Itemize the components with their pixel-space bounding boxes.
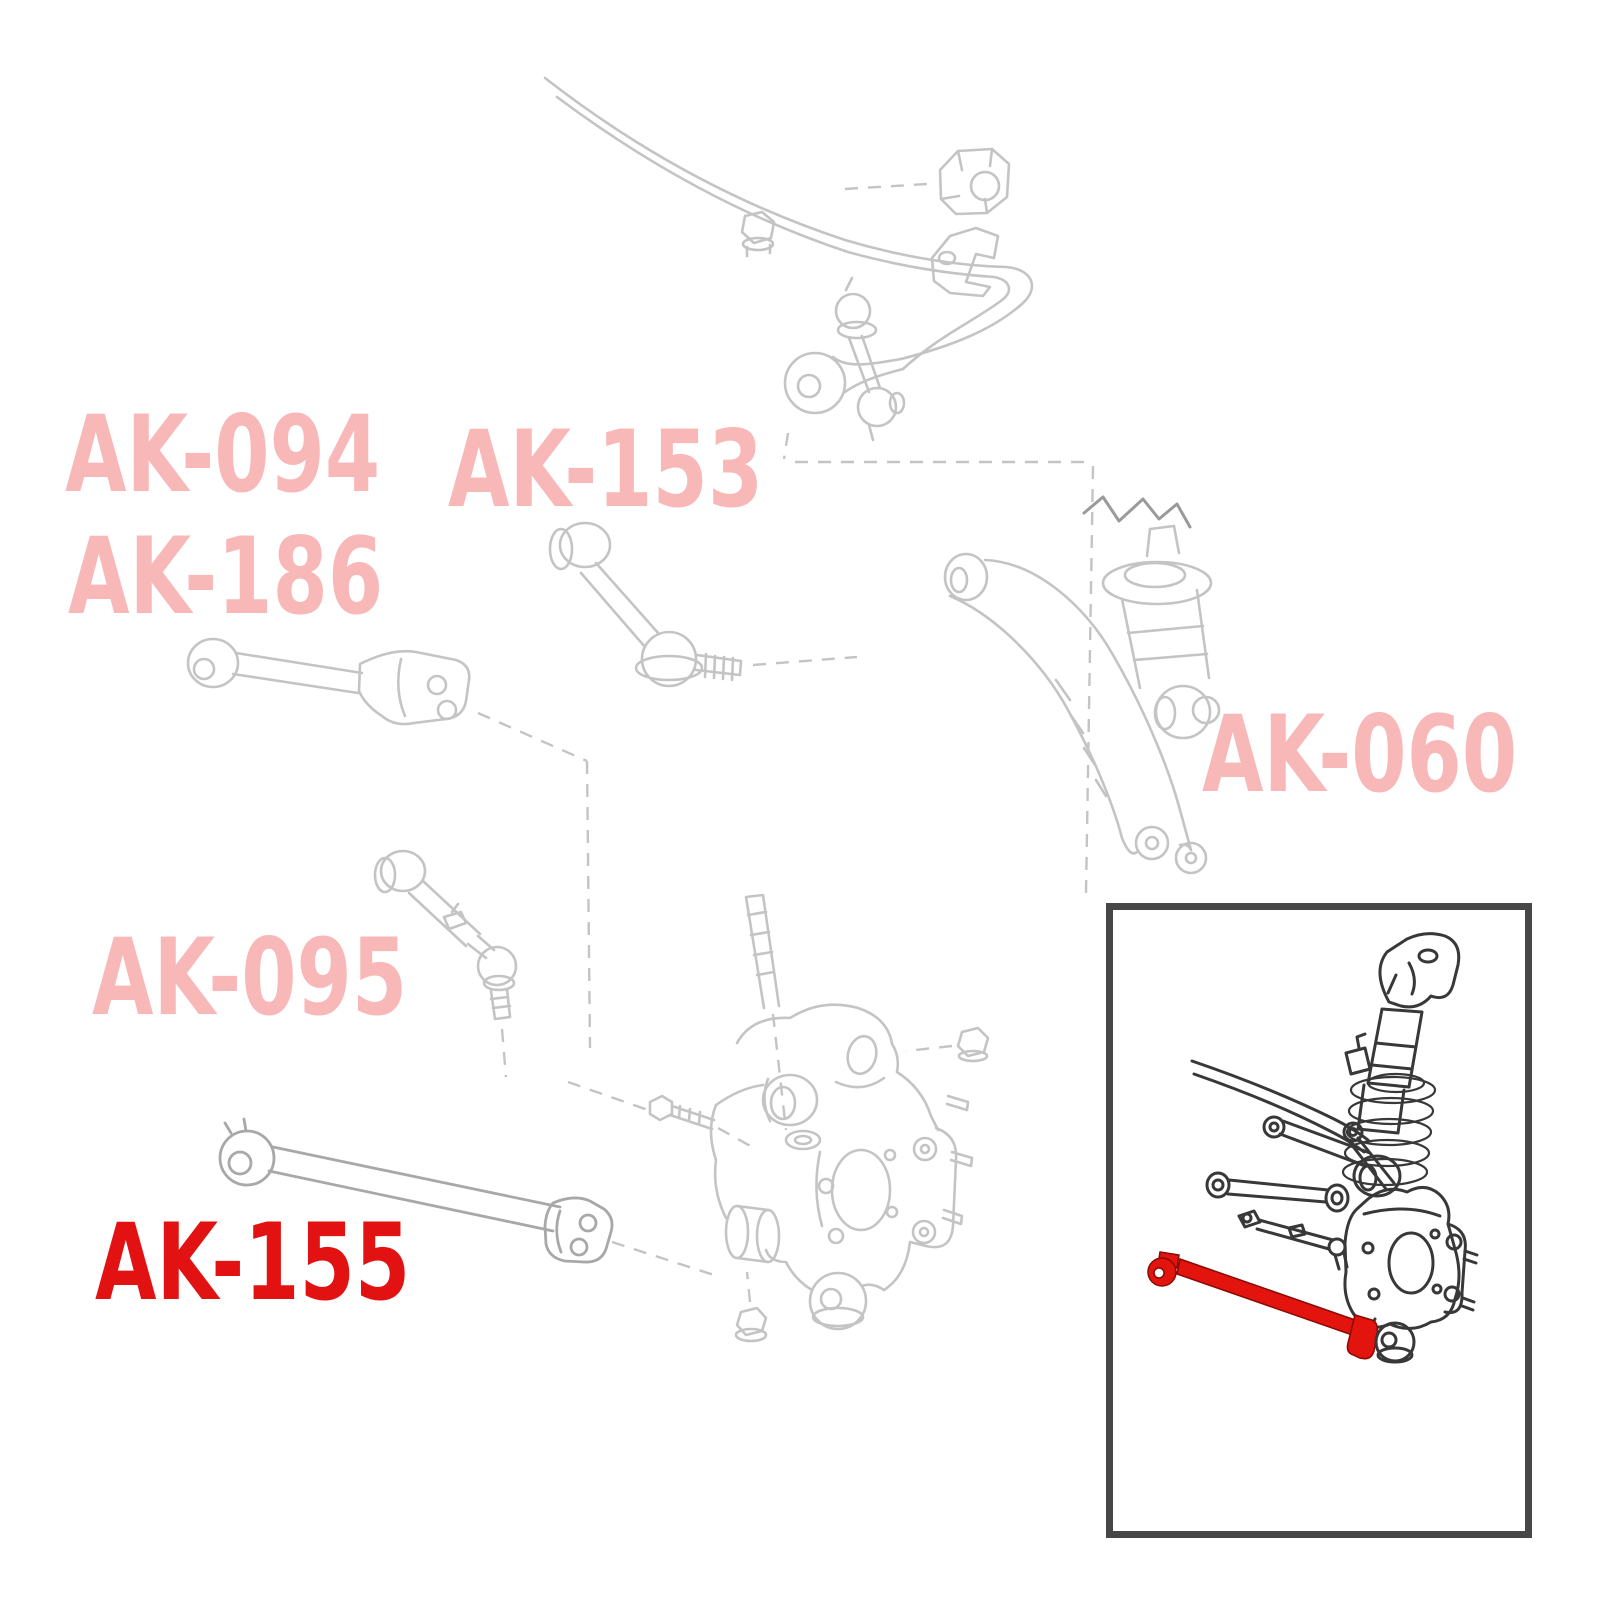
label-ak-153: AK-153 — [448, 408, 764, 531]
knuckle-drawing — [709, 893, 974, 1331]
label-ak-094: AK-094 — [65, 393, 381, 516]
stabilizer-bushing-drawing — [938, 147, 1011, 216]
knuckle-nut-right-drawing — [956, 1026, 990, 1063]
leader-lines — [477, 182, 1095, 1303]
trailing-arm-drawing — [186, 637, 471, 726]
label-ak-095: AK-095 — [92, 916, 408, 1039]
inset-highlighted-lateral-link — [1147, 1251, 1379, 1360]
stabilizer-bracket-drawing — [930, 226, 1000, 298]
spring-symbol-zigzag — [1082, 495, 1192, 529]
inset-coil-spring-drawing — [1341, 1072, 1437, 1187]
label-ak-186: AK-186 — [68, 515, 384, 638]
label-ak-060: AK-060 — [1202, 693, 1518, 816]
inset-arms-drawing — [1205, 1115, 1396, 1271]
inset-strut-drawing — [1344, 932, 1461, 1198]
lateral-link-drawing — [218, 1117, 614, 1264]
stabilizer-end-link-drawing — [834, 276, 906, 442]
toe-arm-drawing — [548, 521, 743, 688]
knuckle-nut-bottom-drawing — [734, 1306, 768, 1343]
stabilizer-bar-drawing — [543, 76, 1034, 415]
stabilizer-clip-drawing — [740, 210, 776, 258]
inset-assembly-art — [1147, 932, 1479, 1364]
inset-knuckle-bottom-eye-drawing — [1374, 1321, 1416, 1364]
inset-stabilizer-bar-drawing — [1190, 1059, 1370, 1154]
inset-knuckle-drawing — [1343, 1186, 1479, 1343]
lower-control-arm-drawing — [943, 552, 1208, 875]
label-ak-155: AK-155 — [95, 1201, 411, 1324]
knuckle-bolt-drawing — [648, 1094, 716, 1131]
inset-assembly-box — [1106, 903, 1532, 1538]
adjustable-arm-drawing — [373, 849, 518, 1021]
shock-absorber-drawing — [1082, 495, 1221, 740]
